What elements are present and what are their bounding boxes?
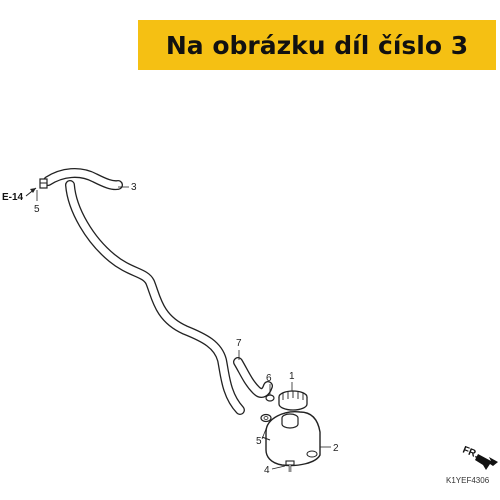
label-part-5-top: 5 bbox=[34, 204, 40, 215]
diagram-code: K1YEF4306 bbox=[446, 476, 490, 485]
label-part-7: 7 bbox=[236, 338, 242, 349]
label-part-4: 4 bbox=[264, 465, 270, 476]
label-part-5-bottom: 5 bbox=[256, 436, 262, 447]
hose-part-7[interactable] bbox=[233, 357, 273, 398]
label-part-3: 3 bbox=[131, 182, 137, 193]
reference-e14: E-14 bbox=[2, 187, 37, 203]
label-part-1: 1 bbox=[289, 371, 295, 382]
front-arrow-icon bbox=[475, 454, 498, 470]
reserve-tank-part-2[interactable] bbox=[261, 411, 321, 467]
hose-part-3[interactable] bbox=[43, 168, 245, 415]
clip-part-5-top[interactable] bbox=[39, 178, 48, 189]
title-banner: Na obrázku díl číslo 3 bbox=[138, 20, 496, 70]
clip-part-5-bottom[interactable] bbox=[260, 413, 272, 423]
cap-part-1[interactable] bbox=[278, 390, 308, 411]
bolt-part-4[interactable] bbox=[285, 460, 295, 472]
banner-text: Na obrázku díl číslo 3 bbox=[165, 30, 469, 60]
ref-label: E-14 bbox=[2, 192, 24, 203]
leader-lines bbox=[36, 186, 331, 470]
front-direction: FR. bbox=[461, 445, 498, 470]
label-part-2: 2 bbox=[333, 443, 339, 454]
clip-part-6[interactable] bbox=[265, 394, 275, 402]
label-part-6: 6 bbox=[266, 373, 272, 384]
